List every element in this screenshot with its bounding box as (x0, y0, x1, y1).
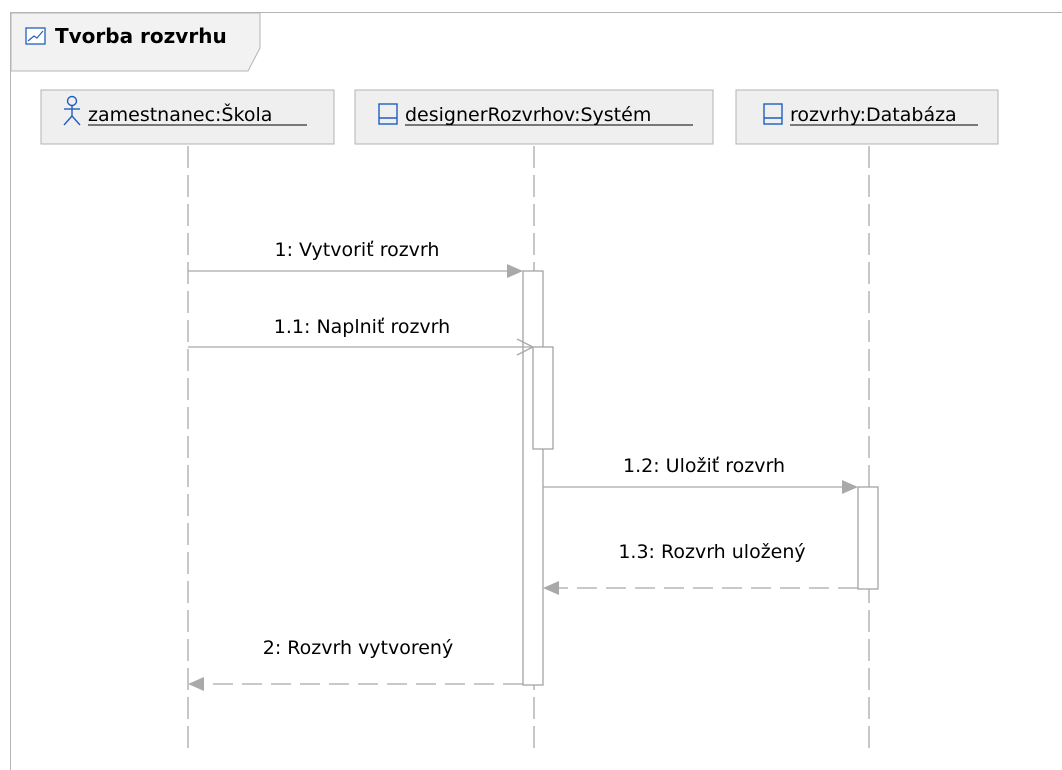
lifeline-label-zamestnanec: zamestnanec:Škola (88, 102, 272, 126)
lifeline-label-designer: designerRozvrhov:Systém (405, 104, 651, 126)
lifeline-head-rozvrhy[interactable]: rozvrhy:Databáza (735, 89, 999, 145)
message-label: 1: Vytvoriť rozvrh (275, 239, 440, 261)
lifeline-label-rozvrhy: rozvrhy:Databáza (790, 104, 957, 126)
actor-icon (63, 95, 81, 126)
activation-bar-rozvrhy[interactable] (857, 486, 879, 590)
lifeline-head-designer[interactable]: designerRozvrhov:Systém (354, 89, 714, 145)
message-label: 1.2: Uložiť rozvrh (623, 455, 785, 477)
diagram-title: Tvorba rozvrhu (55, 24, 227, 48)
message-1-2[interactable]: 1.2: Uložiť rozvrh (543, 455, 858, 494)
activation-bar-designer-nested[interactable] (532, 346, 554, 450)
activation-bar-designer[interactable] (522, 270, 544, 686)
class-icon (378, 103, 398, 125)
message-label: 2: Rozvrh vytvorený (263, 637, 453, 659)
message-1-1[interactable]: 1.1: Naplniť rozvrh (188, 316, 535, 356)
lifeline-head-zamestnanec[interactable]: zamestnanec:Škola (40, 89, 335, 145)
message-label: 1.3: Rozvrh uložený (618, 541, 805, 563)
sequence-diagram-icon (25, 27, 46, 45)
message-2[interactable]: 2: Rozvrh vytvorený (188, 637, 523, 691)
frame-tab[interactable]: Tvorba rozvrhu (10, 12, 261, 72)
class-icon (763, 103, 783, 125)
diagram-frame (10, 12, 1062, 770)
message-1-3[interactable]: 1.3: Rozvrh uložený (543, 541, 858, 595)
message-label: 1.1: Naplniť rozvrh (274, 316, 450, 338)
message-1[interactable]: 1: Vytvoriť rozvrh (188, 239, 523, 278)
